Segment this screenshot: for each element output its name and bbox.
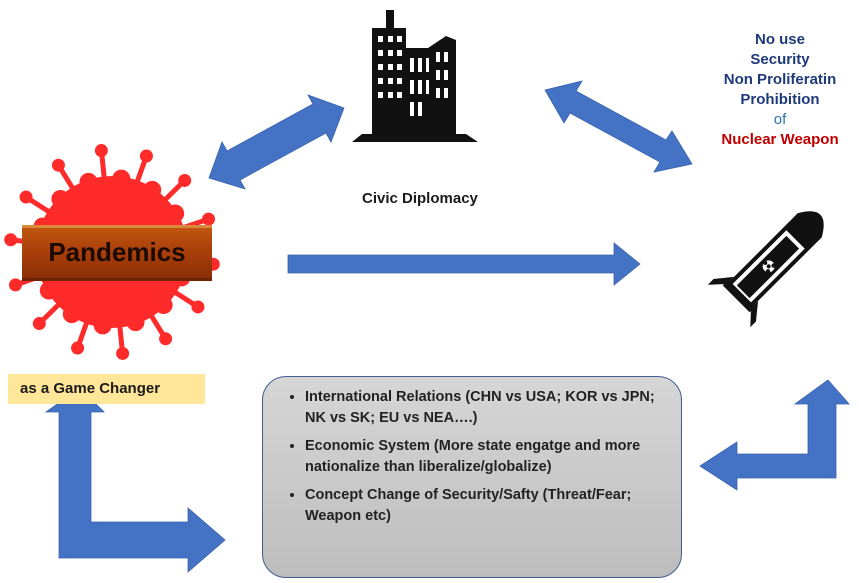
pandemics-label: Pandemics bbox=[22, 225, 212, 281]
virus-spike-tip bbox=[139, 149, 153, 163]
nuclear-goal-line: of bbox=[773, 111, 787, 128]
factor-item: International Relations (CHN vs USA; KOR… bbox=[305, 387, 669, 429]
factor-item: Economic System (More state engatge and … bbox=[305, 436, 669, 478]
virus-bump bbox=[39, 281, 58, 300]
factors-box: International Relations (CHN vs USA; KOR… bbox=[262, 376, 682, 578]
virus-spike-tip bbox=[8, 278, 22, 292]
nuclear-goal-line: Prohibition bbox=[740, 91, 820, 108]
city-buildings-icon bbox=[352, 10, 478, 142]
factors-list: International Relations (CHN vs USA; KOR… bbox=[283, 387, 669, 527]
nuclear-goal-line: Security bbox=[750, 51, 810, 68]
virus-spike-tip bbox=[32, 317, 46, 331]
virus-bump bbox=[79, 172, 98, 191]
virus-bump bbox=[93, 316, 112, 335]
virus-spike-tip bbox=[178, 173, 192, 187]
virus-spike-tip bbox=[94, 144, 108, 158]
virus-spike-tip bbox=[116, 346, 130, 360]
virus-spike-tip bbox=[159, 332, 173, 346]
virus-bump bbox=[62, 305, 81, 324]
arrow-nuclear-factors bbox=[699, 379, 850, 491]
virus-bump bbox=[126, 313, 145, 332]
arrow-pandemics-factors bbox=[44, 387, 226, 573]
virus-spike-tip bbox=[71, 341, 85, 355]
nuclear-missile-icon bbox=[707, 211, 824, 328]
virus-bump bbox=[166, 204, 185, 223]
arrow-pandemics-nuclear bbox=[287, 242, 641, 286]
virus-spike-tip bbox=[191, 300, 205, 314]
factor-item: Concept Change of Security/Safty (Threat… bbox=[305, 485, 669, 527]
arrow-pandemics-civic bbox=[208, 94, 345, 190]
nuclear-goals-text: No use Security Non Proliferatin Prohibi… bbox=[700, 30, 859, 150]
nuclear-goal-line: Non Proliferatin bbox=[723, 71, 837, 88]
virus-bump bbox=[154, 296, 173, 315]
nuclear-goal-line: Nuclear Weapon bbox=[721, 131, 839, 148]
virus-spike-tip bbox=[51, 158, 65, 172]
virus-spike-tip bbox=[19, 190, 33, 204]
arrow-civic-nuclear bbox=[544, 80, 693, 173]
virus-bump bbox=[51, 189, 70, 208]
virus-bump bbox=[143, 180, 162, 199]
virus-spike-tip bbox=[4, 233, 18, 247]
civic-diplomacy-label: Civic Diplomacy bbox=[362, 190, 478, 207]
nuclear-goal-line: No use bbox=[754, 31, 805, 48]
virus-spike-tip bbox=[202, 212, 216, 226]
game-changer-label: as a Game Changer bbox=[8, 374, 205, 404]
virus-bump bbox=[112, 169, 131, 188]
